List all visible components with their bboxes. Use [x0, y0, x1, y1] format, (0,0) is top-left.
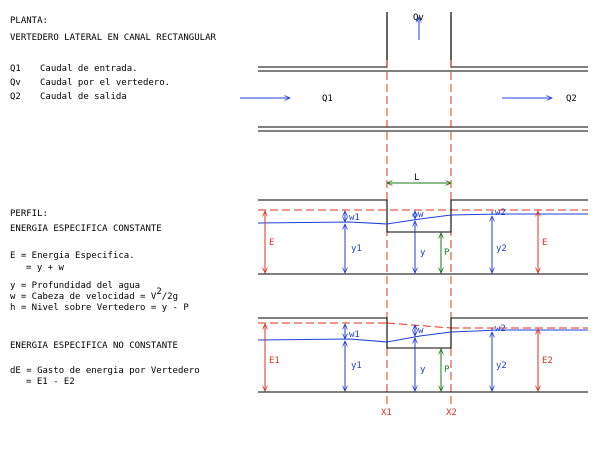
plan-view: Q1 Q2 Qv L	[240, 12, 588, 183]
flow-legend: Q1 Caudal de entrada. Qv Caudal por el v…	[10, 64, 170, 102]
y-label: y	[420, 365, 426, 375]
energy-drop-line	[386, 322, 452, 329]
w1-label: w1	[349, 213, 360, 223]
y1-label: y1	[351, 244, 362, 254]
length-label: L	[414, 173, 419, 183]
eq-energy-sum: = y + w	[26, 263, 65, 273]
qv-label: Qv	[413, 13, 424, 23]
y1-label: y1	[351, 361, 362, 371]
w-label: w	[418, 210, 424, 220]
y2-label: y2	[496, 244, 507, 254]
legend-text: Caudal de entrada.	[40, 64, 138, 74]
plan-subtitle: VERTEDERO LATERAL EN CANAL RECTANGULAR	[10, 33, 216, 43]
p-label: P	[444, 365, 450, 375]
water-surface	[257, 329, 588, 343]
legend-sym: Q1	[10, 64, 21, 74]
q1-label: Q1	[322, 94, 333, 104]
water-surface	[257, 213, 588, 225]
e1-label: E1	[269, 356, 280, 366]
def-y: y = Profundidad del agua	[10, 281, 140, 291]
x1-label: X1	[381, 408, 392, 418]
def-w: w = Cabeza de velocidad = V2/2g	[10, 287, 178, 302]
weir-wall	[258, 317, 588, 349]
w2-label: w2	[495, 324, 506, 334]
e2-label: E2	[542, 356, 553, 366]
eq-energy-loss: dE = Gasto de energia por Vertedero	[10, 366, 200, 376]
legend-text: Caudal por el vertedero.	[40, 78, 170, 88]
legend-text: Caudal de salida	[40, 92, 127, 102]
profile-subtitle: ENERGIA ESPECIFICA CONSTANTE	[10, 224, 162, 234]
nonconst-title: ENERGIA ESPECIFICA NO CONSTANTE	[10, 341, 178, 351]
eq-energy-diff: = E1 - E2	[26, 377, 75, 387]
plan-title: PLANTA:	[10, 16, 48, 26]
e-label: E	[542, 238, 547, 248]
w-label: w	[418, 326, 424, 336]
legend-sym: Qv	[10, 78, 21, 88]
profile-nonconstant-energy: E1 w1 y1 w y P w2 y2 E2	[257, 317, 588, 393]
def-h: h = Nivel sobre Vertedero = y - P	[10, 303, 189, 313]
w1-label: w1	[349, 330, 360, 340]
e-label: E	[269, 238, 274, 248]
weir-wall	[258, 199, 588, 233]
x2-label: X2	[446, 408, 457, 418]
eq-energy: E = Energia Especifica.	[10, 251, 135, 261]
legend-sym: Q2	[10, 92, 21, 102]
q2-label: Q2	[566, 94, 577, 104]
y2-label: y2	[496, 361, 507, 371]
y-label: y	[420, 248, 426, 258]
w2-label: w2	[495, 208, 506, 218]
profile-title: PERFIL:	[10, 209, 48, 219]
profile-constant-energy: E w1 y1 w y P w2 y2 E	[257, 199, 588, 275]
p-label: P	[444, 248, 450, 258]
